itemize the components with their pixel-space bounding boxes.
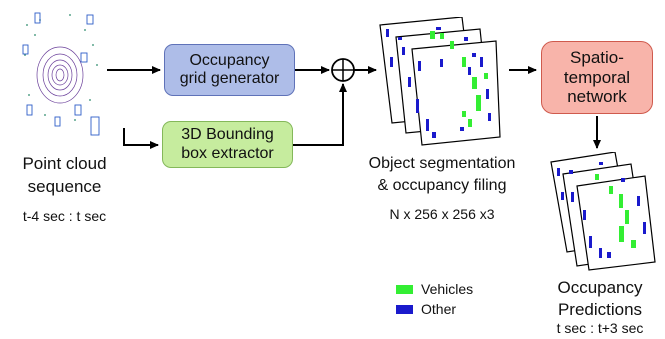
segmentation-dimensions: N x 256 x 256 x3	[389, 206, 495, 222]
arrow-bbox-to-sum	[293, 83, 347, 146]
legend-other: Other	[396, 301, 456, 317]
bounding-box-extractor-box: 3D Bounding box extractor	[162, 121, 293, 168]
input-label: Point cloud sequence	[22, 154, 107, 196]
prediction-grid-stack	[550, 152, 656, 271]
occupancy-grid-generator-box: Occupancy grid generator	[164, 44, 295, 96]
input-time-range: t-4 sec : t sec	[22, 208, 107, 224]
legend-other-swatch	[396, 304, 413, 314]
spatio-temporal-network-box: Spatio- temporal network	[541, 41, 653, 114]
occupancy-box-label: Occupancy grid generator	[179, 51, 280, 87]
sum-junction-icon	[331, 58, 355, 82]
arrow-input-to-bbox	[123, 128, 159, 149]
legend-vehicles-label: Vehicles	[421, 281, 474, 297]
legend-vehicles-swatch	[396, 284, 413, 294]
point-cloud-image	[15, 5, 107, 145]
segmentation-grid-stack	[379, 17, 501, 146]
predictions-time-range: t sec : t+3 sec	[556, 320, 644, 336]
legend-vehicles: Vehicles	[396, 281, 473, 297]
bbox-box-label: 3D Bounding box extractor	[181, 126, 274, 162]
legend-other-label: Other	[421, 301, 457, 317]
network-box-label: Spatio- temporal network	[563, 48, 631, 107]
segmentation-label: Object segmentation & occupancy filing	[368, 155, 516, 195]
predictions-label: Occupancy Predictions	[557, 278, 643, 320]
